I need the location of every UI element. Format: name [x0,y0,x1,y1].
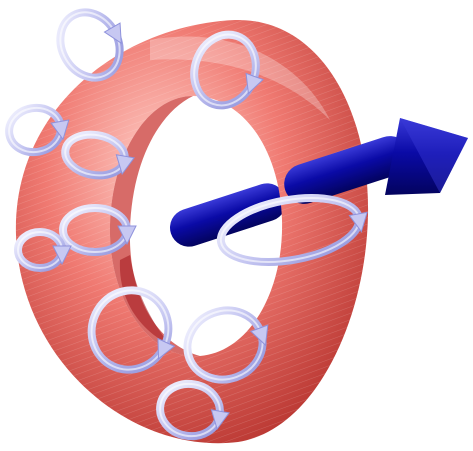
axis-arrow-back [165,178,291,251]
